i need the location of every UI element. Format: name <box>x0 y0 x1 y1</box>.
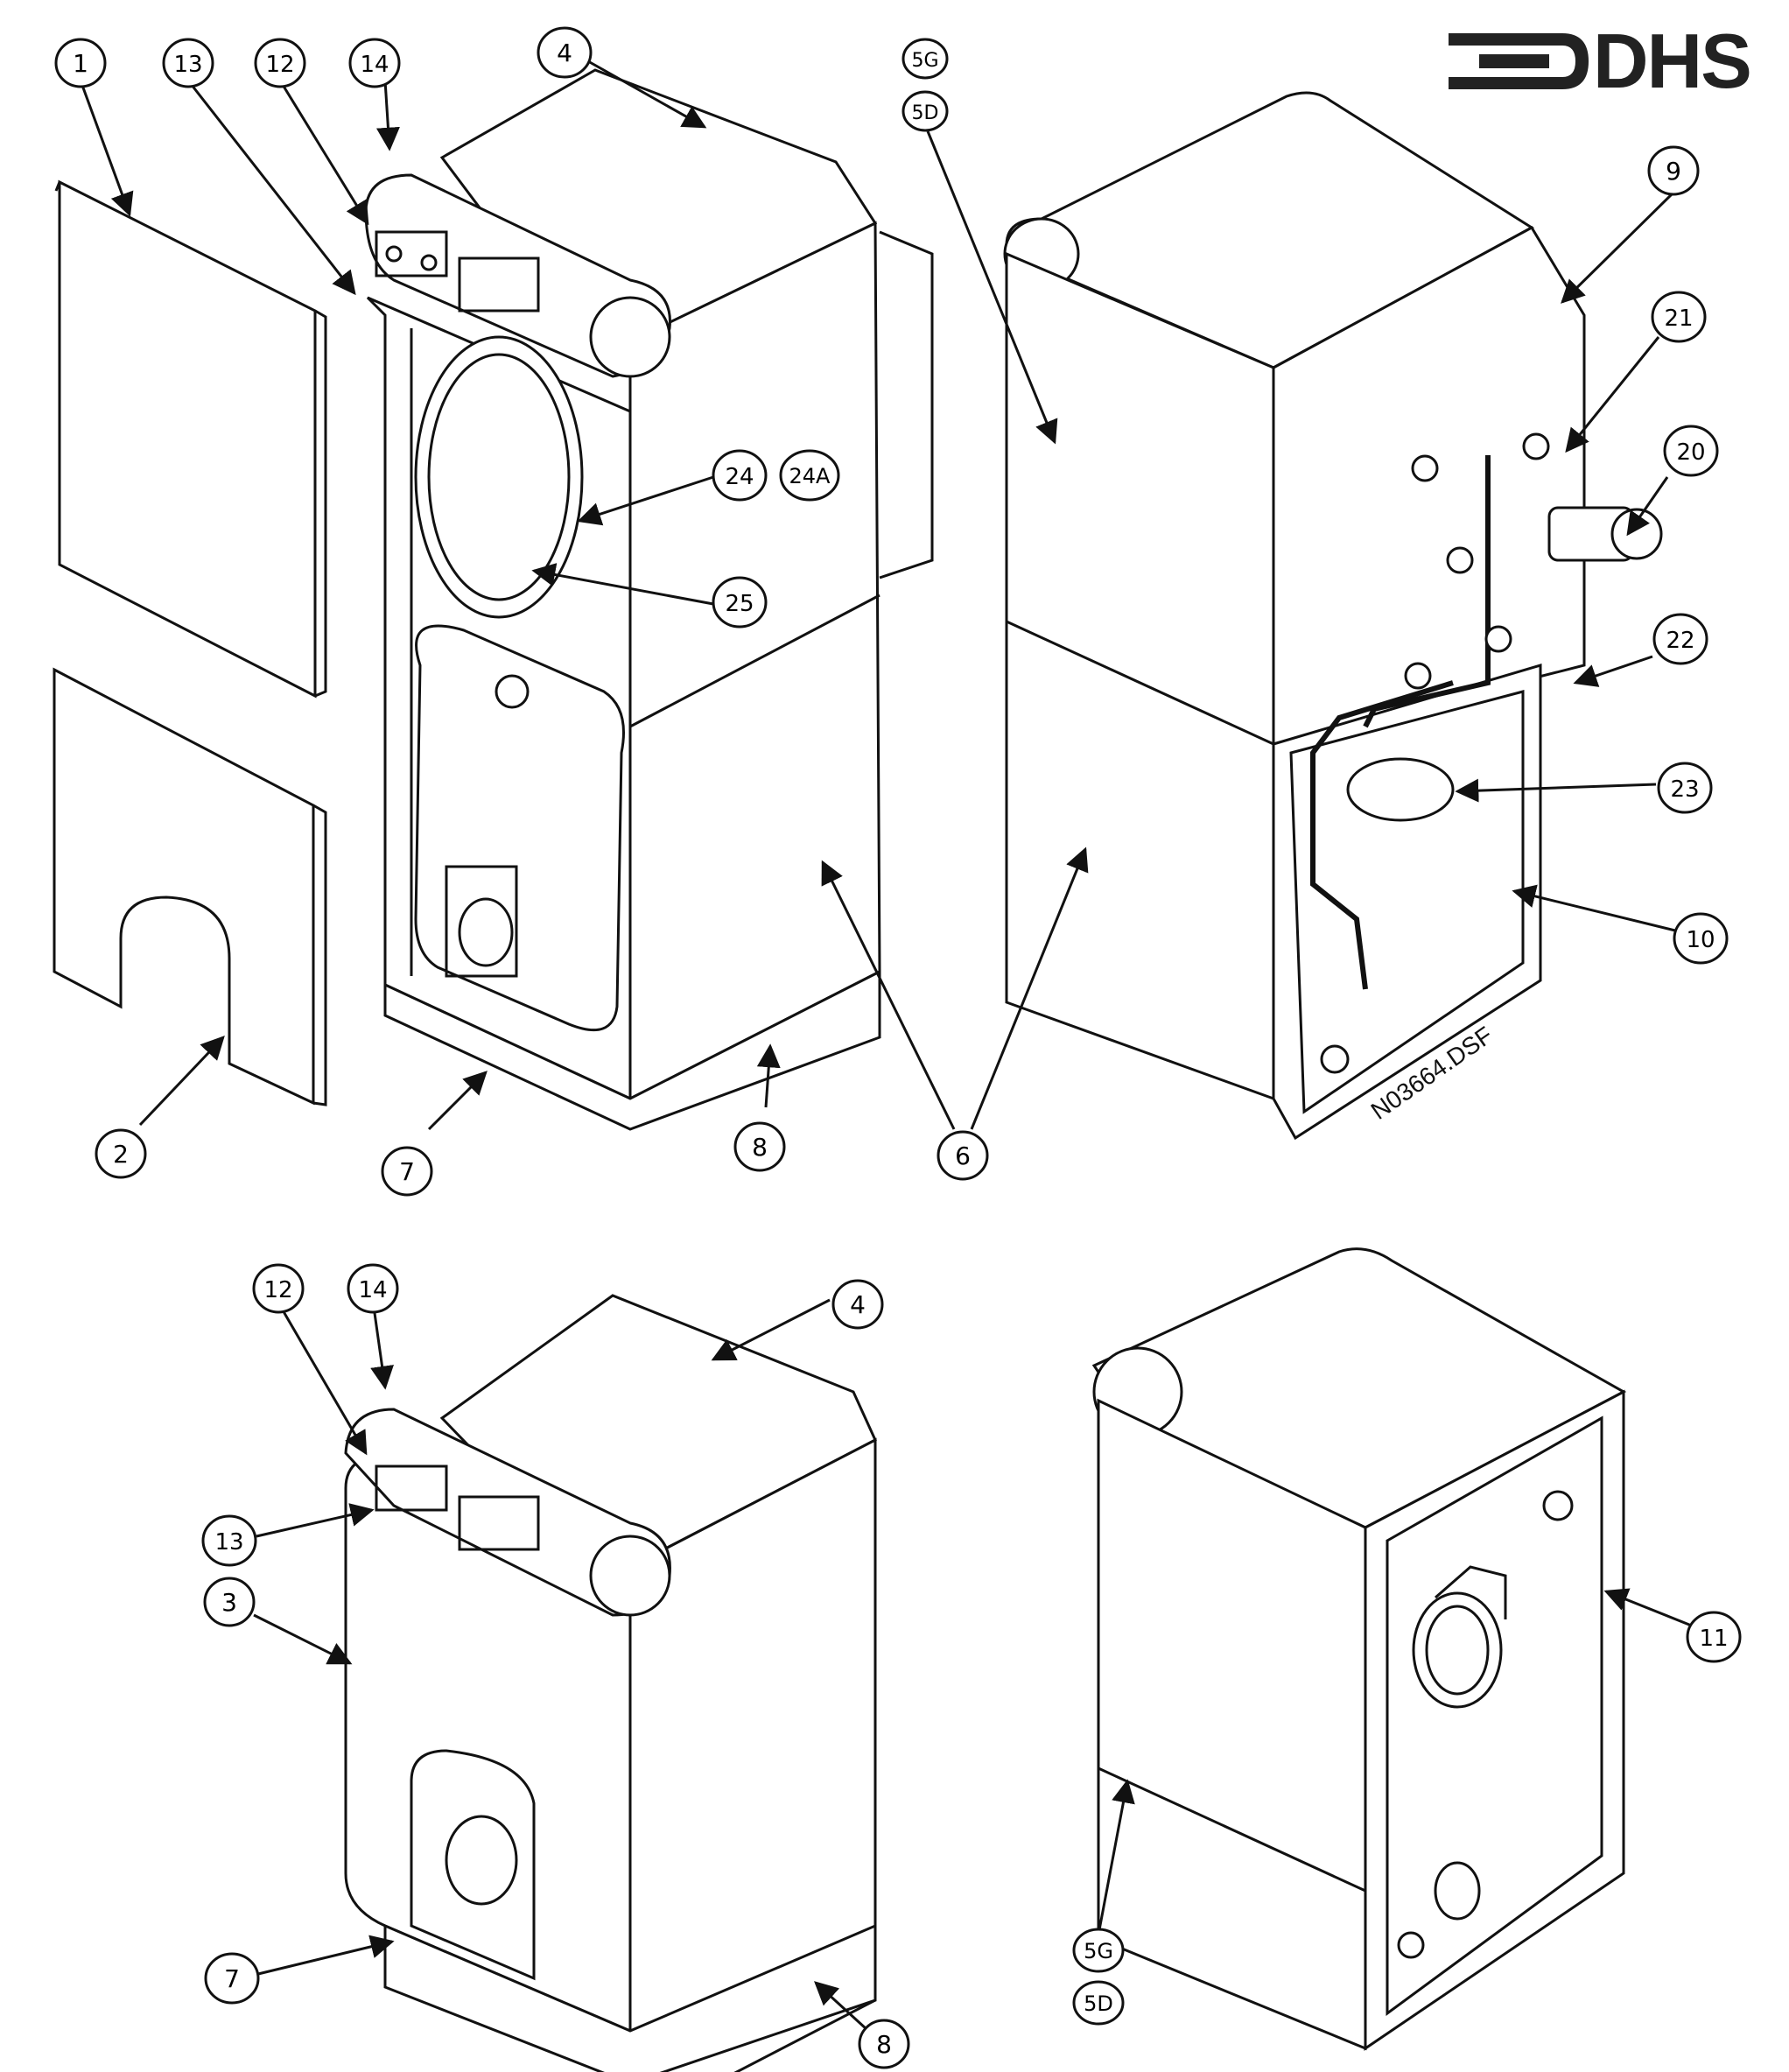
callout-5D-top: 5D <box>902 90 949 132</box>
svg-text:5D: 5D <box>912 102 939 124</box>
svg-text:5G: 5G <box>911 50 938 72</box>
callout-7-bottom: 7 <box>204 1952 260 2005</box>
svg-text:22: 22 <box>1666 628 1694 654</box>
boiler-rear-open <box>1003 91 1663 1141</box>
svg-text:12: 12 <box>263 1277 292 1303</box>
callout-7-top: 7 <box>381 1146 433 1197</box>
callout-10: 10 <box>1673 912 1729 965</box>
callout-14-bottom: 14 <box>347 1263 399 1314</box>
callout-6: 6 <box>937 1130 989 1181</box>
dhs-logo: DHS <box>1444 18 1768 105</box>
callout-3: 3 <box>203 1577 256 1627</box>
callout-24: 24 <box>712 449 768 502</box>
callout-2: 2 <box>95 1128 147 1179</box>
svg-text:5G: 5G <box>1084 1939 1113 1963</box>
svg-text:4: 4 <box>557 39 572 67</box>
callout-5G-bottom: 5G <box>1072 1928 1125 1973</box>
svg-text:6: 6 <box>955 1141 971 1170</box>
svg-text:8: 8 <box>876 2030 892 2059</box>
svg-text:24A: 24A <box>789 464 831 488</box>
svg-text:13: 13 <box>173 52 202 78</box>
svg-text:4: 4 <box>850 1290 866 1319</box>
callout-1: 1 <box>54 38 107 88</box>
callout-23: 23 <box>1657 762 1713 814</box>
svg-text:21: 21 <box>1664 306 1693 332</box>
front-panel-lower <box>53 667 327 1106</box>
svg-text:7: 7 <box>224 1964 240 1993</box>
svg-text:9: 9 <box>1666 157 1681 186</box>
svg-text:13: 13 <box>214 1529 243 1556</box>
svg-text:5D: 5D <box>1084 1991 1113 2016</box>
svg-text:14: 14 <box>358 1277 387 1303</box>
callout-22: 22 <box>1652 613 1708 665</box>
callout-8-bottom: 8 <box>858 2019 910 2069</box>
svg-text:3: 3 <box>221 1588 237 1617</box>
callout-12-top: 12 <box>254 38 306 88</box>
boiler-rear-closed <box>1091 1247 1627 2051</box>
callout-12-bottom: 12 <box>252 1263 305 1314</box>
callout-13-bottom: 13 <box>201 1514 257 1567</box>
svg-text:23: 23 <box>1670 776 1699 803</box>
svg-text:1: 1 <box>73 49 88 78</box>
boiler-front-open <box>364 68 934 1131</box>
boiler-front-closed <box>344 1294 877 2072</box>
svg-text:14: 14 <box>360 52 389 78</box>
svg-text:11: 11 <box>1699 1626 1728 1652</box>
svg-text:12: 12 <box>265 52 294 78</box>
callout-20: 20 <box>1663 425 1719 477</box>
callout-24A: 24A <box>779 449 840 502</box>
leader-lines <box>79 60 1699 2031</box>
callout-11: 11 <box>1686 1611 1742 1663</box>
callout-9: 9 <box>1647 145 1700 196</box>
svg-text:8: 8 <box>752 1133 768 1162</box>
svg-text:25: 25 <box>725 591 754 617</box>
logo-text: DHS <box>1593 18 1750 104</box>
callout-13-top: 13 <box>162 38 214 88</box>
callout-5G-top: 5G <box>902 38 949 80</box>
callout-4-bottom: 4 <box>831 1279 884 1330</box>
svg-text:20: 20 <box>1676 439 1705 466</box>
callout-14-top: 14 <box>348 38 401 88</box>
callout-5D-bottom: 5D <box>1072 1980 1125 2026</box>
svg-text:24: 24 <box>725 464 754 490</box>
callout-8-top: 8 <box>733 1121 786 1172</box>
svg-text:10: 10 <box>1686 927 1715 953</box>
callout-21: 21 <box>1651 291 1707 343</box>
front-panel-upper <box>54 179 327 699</box>
svg-text:2: 2 <box>113 1140 129 1169</box>
callout-4-top: 4 <box>537 26 593 79</box>
callout-25: 25 <box>712 576 768 629</box>
svg-text:7: 7 <box>399 1157 415 1186</box>
